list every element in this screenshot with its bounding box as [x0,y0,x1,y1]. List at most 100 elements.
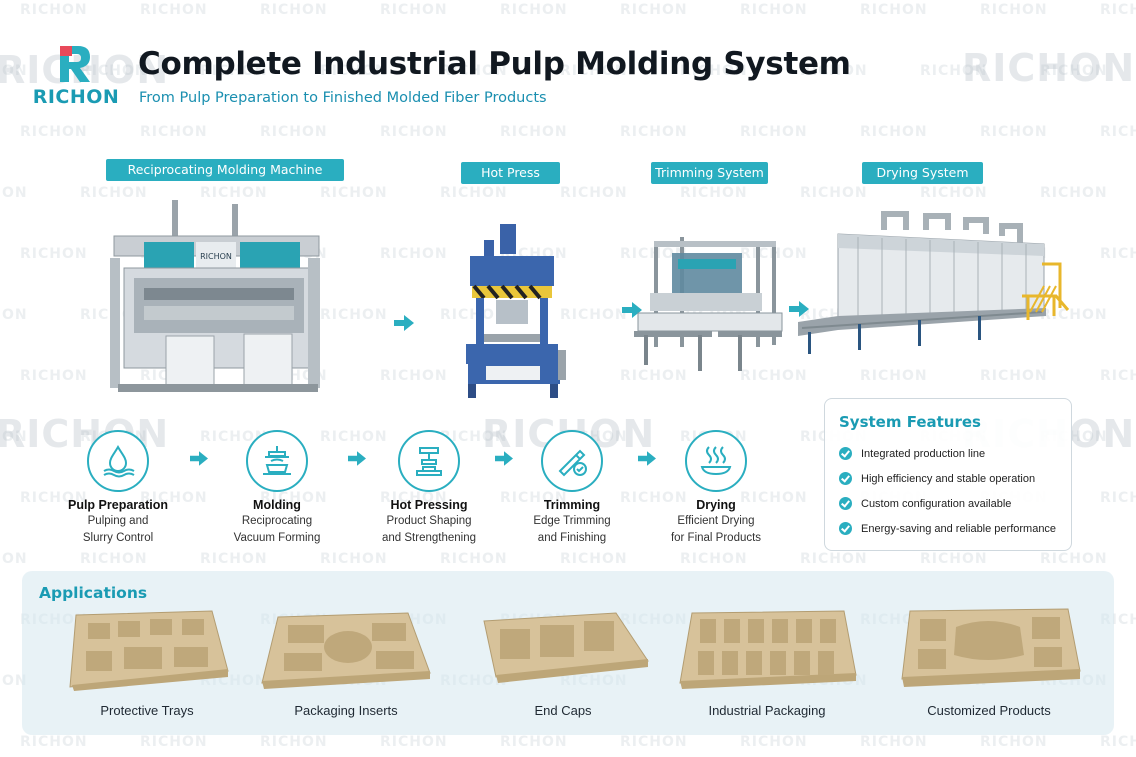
watermark-text: RICHON [860,734,928,750]
watermark-text: RICHON [440,551,508,567]
application-label: Industrial Packaging [708,703,826,718]
application-customized-products: Customized Products [896,607,1082,718]
molding-machine-image: RICHON [110,200,320,392]
press-anvil-icon [398,430,460,492]
trimming-blade-icon [541,430,603,492]
watermark-text: RICHON [200,551,268,567]
pulp-tray-image [261,612,431,689]
watermark-text: RICHON [0,429,28,445]
watermark-text: RICHON [1100,490,1136,506]
watermark-text: RICHON [20,2,88,18]
step-description-line-2: for Final Products [670,532,762,544]
watermark-text: RICHON [1040,551,1108,567]
machine-label-hot-press: Hot Press [461,162,560,184]
watermark-text: RICHON [800,551,868,567]
watermark-text: RICHON [980,124,1048,140]
application-packaging-inserts: Packaging Inserts [258,607,434,718]
step-title: Pulp Preparation [67,498,169,512]
watermark-text: RICHON [860,124,928,140]
watermark-text: RICHON [320,307,388,323]
feature-item: Integrated production line [839,441,1057,466]
watermark-text: RICHON [1100,124,1136,140]
pulp-tray-image [69,610,229,691]
process-step-molding: Molding Reciprocating Vacuum Forming [202,430,352,546]
watermark-text: RICHON [920,551,988,567]
watermark-text: RICHON [980,2,1048,18]
process-step-hot-pressing: Hot Pressing Product Shaping and Strengt… [354,430,504,546]
application-protective-trays: Protective Trays [62,607,232,718]
step-description-line-1: Efficient Drying [677,515,755,527]
step-description-line-1: Edge Trimming [533,515,611,527]
watermark-text: RICHON [380,734,448,750]
trimming-system-image [634,237,783,371]
step-description-line-1: Pulping and [87,515,149,527]
watermark-text: RICHON [740,124,808,140]
watermark-text: RICHON [1100,246,1136,262]
richon-logo: RICHON [30,44,122,108]
flow-arrow-icon [190,451,208,466]
watermark-text: RICHON [140,2,208,18]
watermark-text: RICHON [980,734,1048,750]
features-title: System Features [839,413,981,431]
flow-arrow-icon [638,451,656,466]
pulp-tray-image [483,612,649,683]
watermark-text: RICHON [20,734,88,750]
step-description-line-2: Vacuum Forming [233,532,321,544]
page-subtitle: From Pulp Preparation to Finished Molded… [139,90,547,106]
watermark-text: RICHON [560,307,628,323]
watermark-text: RICHON [20,246,88,262]
application-label: Protective Trays [100,703,194,718]
watermark-text: RICHON [1100,368,1136,384]
watermark-text: RICHON [1100,2,1136,18]
machine-label-drying: Drying System [862,162,983,184]
flow-arrow-icon [495,451,513,466]
watermark-text: RICHON [20,124,88,140]
watermark-text: RICHON [380,246,448,262]
process-step-drying: Drying Efficient Drying for Final Produc… [641,430,791,546]
watermark-text: RICHON [980,368,1048,384]
step-title: Molding [253,498,301,512]
mold-press-icon [246,430,308,492]
watermark-text: RICHON [20,368,88,384]
feature-item: Custom configuration available [839,491,1057,516]
watermark-text: RICHON [500,734,568,750]
step-description-line-2: Slurry Control [82,532,154,544]
watermark-text: RICHON [0,307,28,323]
step-title: Hot Pressing [390,498,468,512]
watermark-text: RICHON [0,551,28,567]
pulp-tray-image [679,610,857,689]
step-description-line-1: Product Shaping [386,515,472,527]
watermark-text: RICHON [320,551,388,567]
flow-arrow-icon [394,315,414,331]
flow-arrow-icon [789,301,809,317]
watermark-text: RICHON [80,551,148,567]
watermark-text: RICHON [560,185,628,201]
watermark-text: RICHON [800,185,868,201]
pulp-tray-image [901,608,1081,687]
feature-item: Energy-saving and reliable performance [839,516,1057,541]
process-step-trimming: Trimming Edge Trimming and Finishing [497,430,647,546]
watermark-text: RICHON [620,734,688,750]
application-end-caps: End Caps [476,607,650,718]
watermark-text: RICHON [620,124,688,140]
watermark-text: RICHON [380,2,448,18]
feature-text: Custom configuration available [861,497,1012,510]
machine-label-trimming: Trimming System [651,162,768,184]
application-label: Packaging Inserts [294,703,398,718]
watermark-text: RICHON [140,124,208,140]
applications-title: Applications [39,584,148,602]
feature-item: High efficiency and stable operation [839,466,1057,491]
flow-arrow-icon [622,302,642,318]
feature-text: Energy-saving and reliable performance [861,522,1057,535]
step-description-line-2: and Finishing [537,532,607,544]
check-icon [839,522,852,535]
richon-logo-mark-icon [60,46,90,82]
watermark-text: RICHON [860,368,928,384]
machine-label-molding: Reciprocating Molding Machine [106,159,344,181]
page-title: Complete Industrial Pulp Molding System [138,46,851,82]
watermark-text: RICHON [380,124,448,140]
watermark-text: RICHON [0,63,28,79]
watermark-text: RICHON [260,124,328,140]
step-title: Drying [696,498,736,512]
watermark-text: RICHON [560,551,628,567]
